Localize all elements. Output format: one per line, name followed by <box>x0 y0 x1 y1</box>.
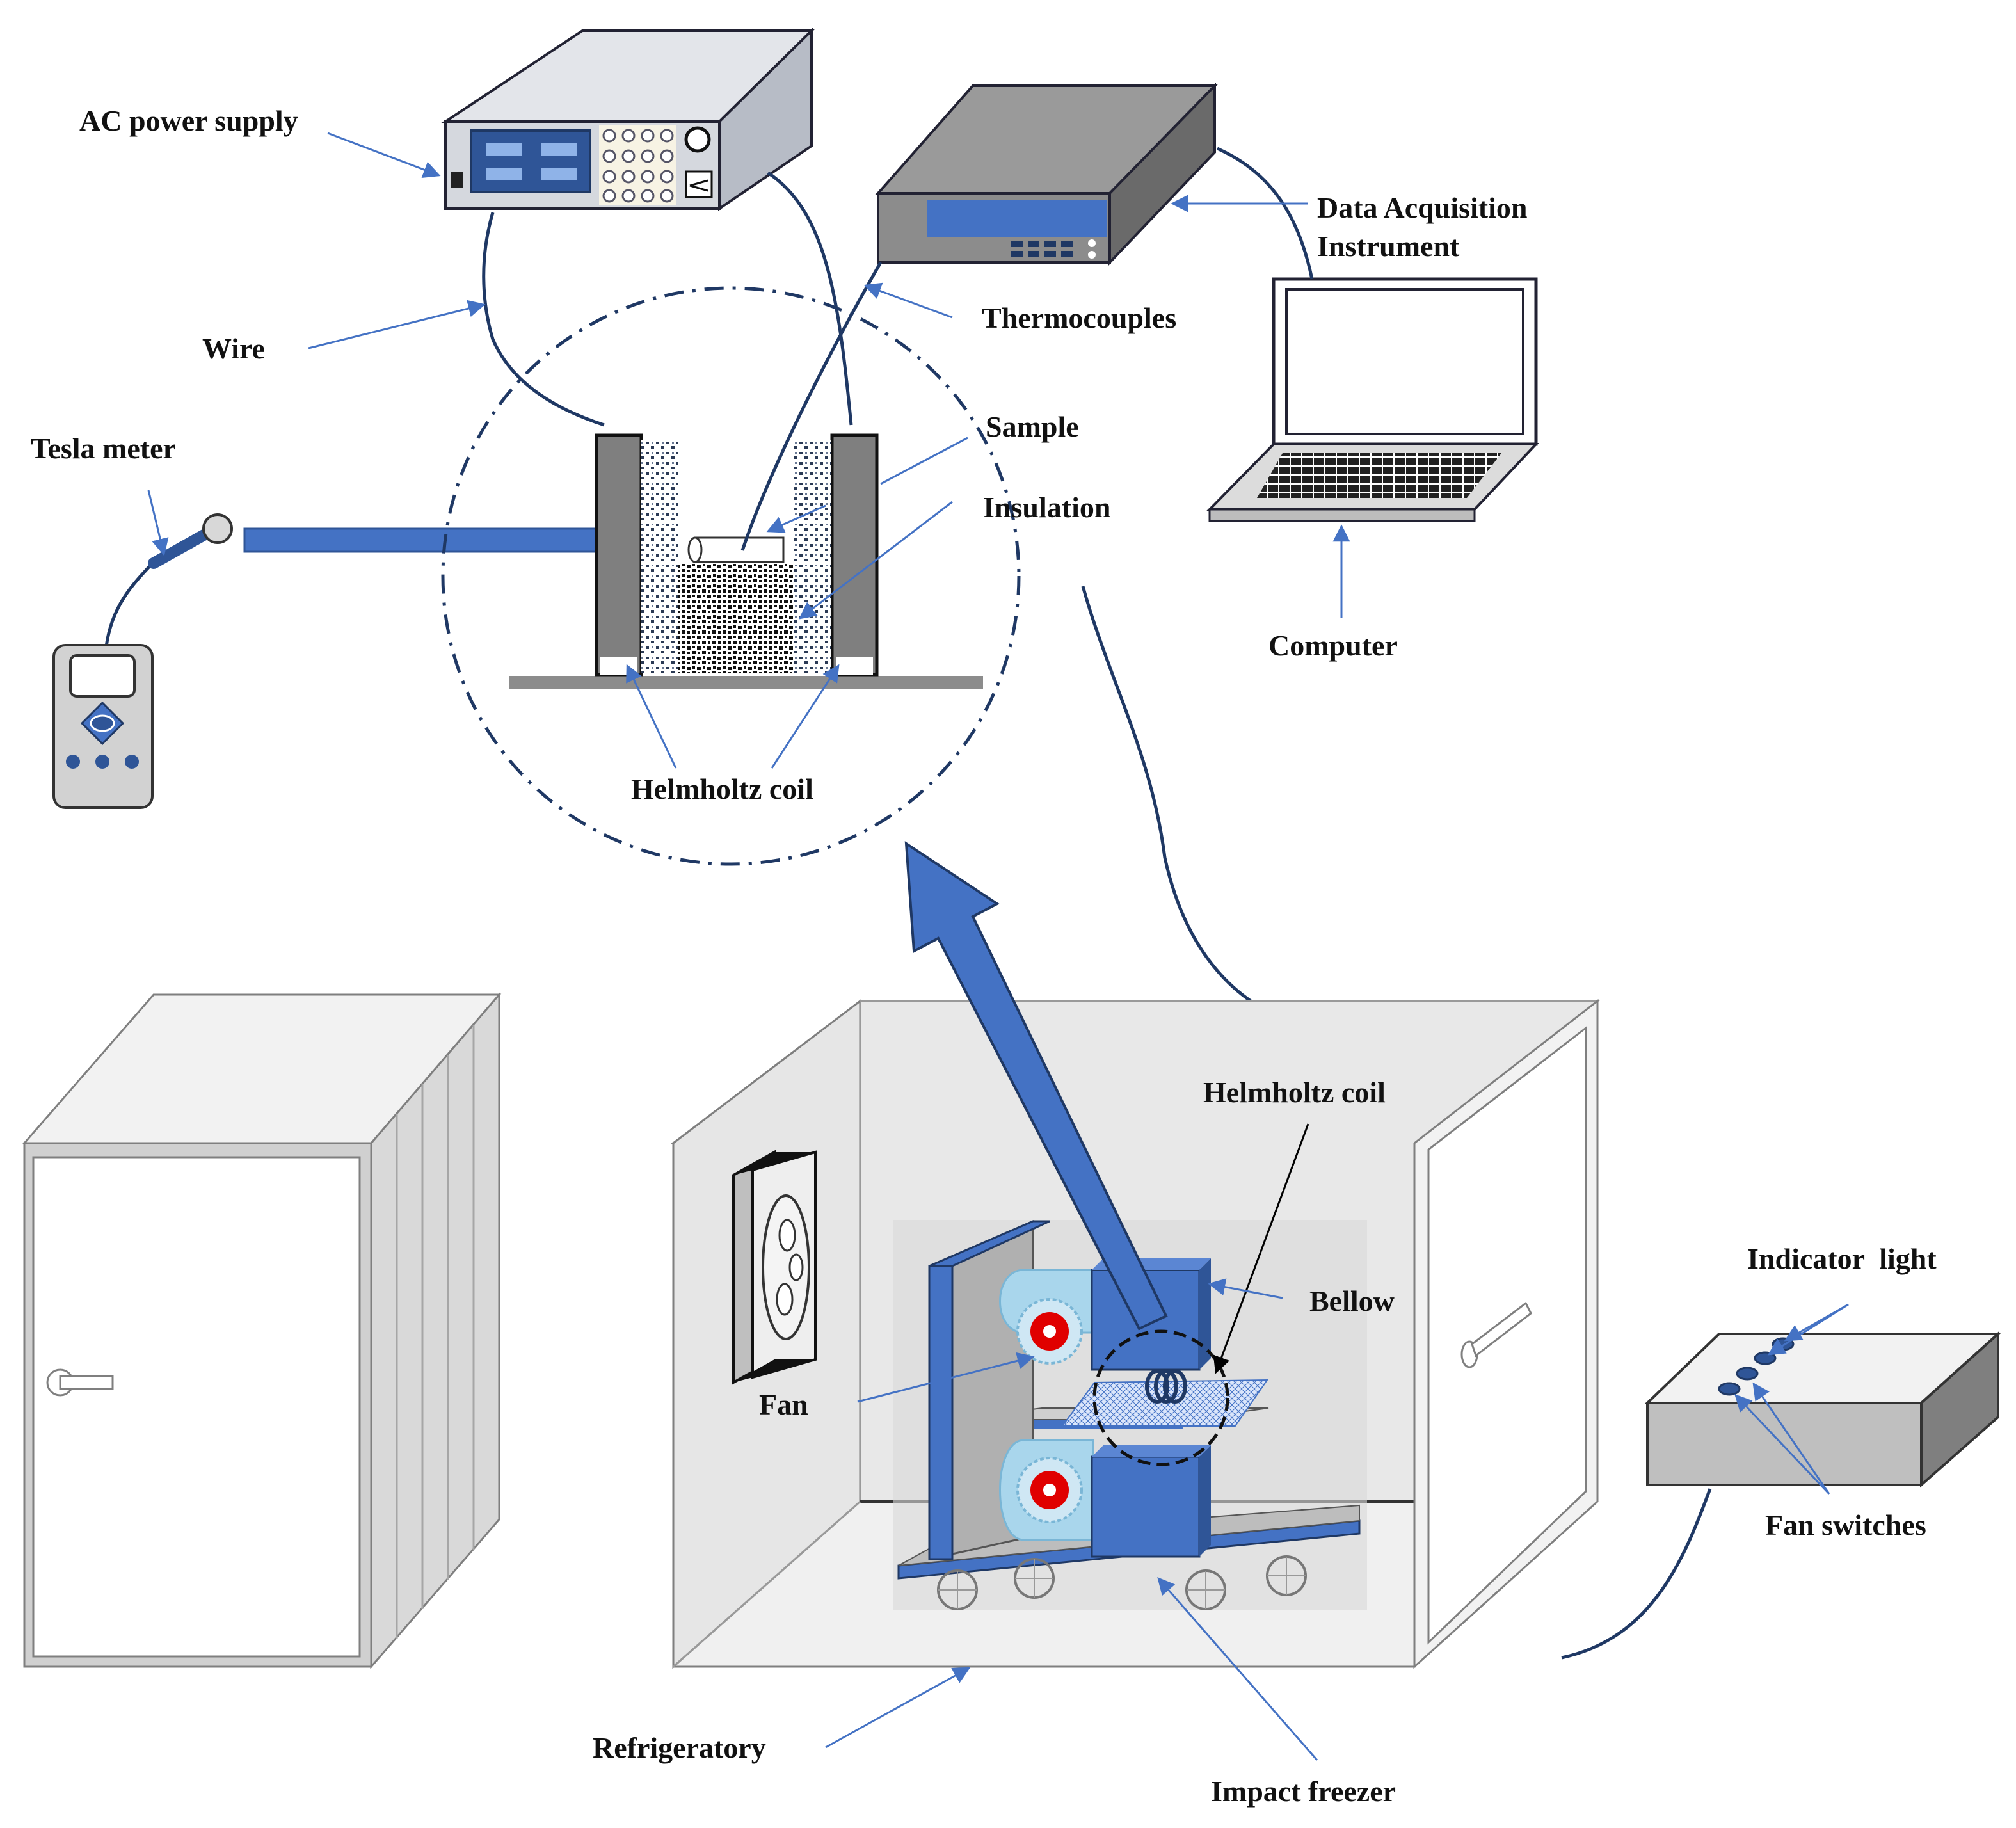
label-sample: Sample <box>986 410 1079 443</box>
helmholtz-coil-icon <box>1145 1369 1187 1404</box>
label-insulation: Insulation <box>983 491 1110 524</box>
chamber-to-inset-arrow <box>904 841 1168 1331</box>
control-box-icon <box>1561 1331 2002 1660</box>
ac-power-supply-icon <box>441 28 815 211</box>
label-impact-freezer: Impact freezer <box>1211 1775 1396 1808</box>
label-data-acquisition-line1: Data Acquisition <box>1317 191 1527 224</box>
pointer-lines <box>147 132 1849 1761</box>
inset-setup <box>441 286 1021 866</box>
data-acquisition-icon <box>875 83 1218 266</box>
lower-fan-icon <box>999 1439 1094 1541</box>
label-computer: Computer <box>1268 629 1398 662</box>
label-ac-power-supply: AC power supply <box>79 104 298 137</box>
label-thermocouples: Thermocouples <box>982 301 1176 334</box>
lower-bellow-box <box>1091 1445 1211 1558</box>
label-indicator-light: Indicator light <box>1747 1242 1937 1275</box>
wires <box>482 147 1314 1030</box>
label-fan-switches: Fan switches <box>1765 1509 1926 1541</box>
label-wire: Wire <box>202 332 265 365</box>
label-fan: Fan <box>759 1388 808 1421</box>
laptop-icon <box>1206 277 1539 522</box>
refrigerator-icon <box>22 991 502 1670</box>
label-tesla-meter: Tesla meter <box>31 432 176 465</box>
label-helmholtz-coil-inset: Helmholtz coil <box>631 773 813 805</box>
upper-fan-icon <box>999 1269 1094 1365</box>
wall-fan-icon <box>732 1150 817 1385</box>
label-helmholtz-coil-chamber: Helmholtz coil <box>1203 1076 1386 1109</box>
label-data-acquisition-line2: Instrument <box>1317 230 1460 262</box>
label-refrigeratory: Refrigeratory <box>593 1731 766 1764</box>
label-bellow: Bellow <box>1309 1285 1395 1317</box>
sample-icon <box>687 536 785 563</box>
tesla-meter-icon <box>52 513 233 809</box>
text-labels: AC power supply Data Acquisition Instrum… <box>31 104 1937 1808</box>
fan-rack <box>897 1219 1361 1610</box>
